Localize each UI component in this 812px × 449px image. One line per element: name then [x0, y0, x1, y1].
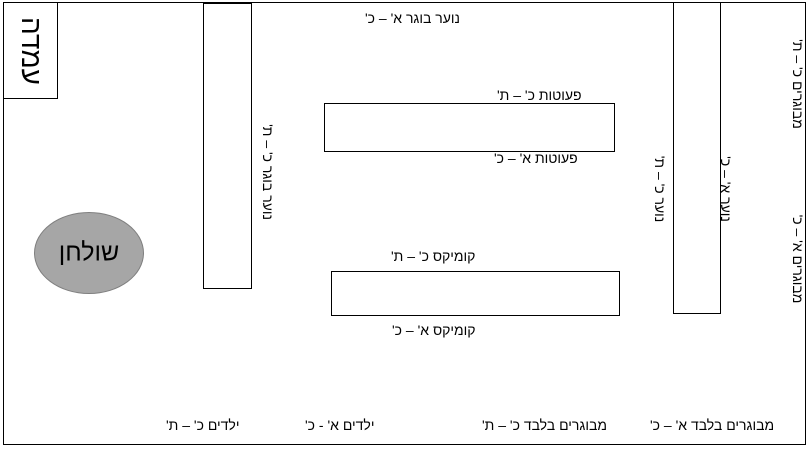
table-label: שולחן	[58, 238, 120, 267]
bottom-label-adults-only-kaf-tav: מבוגרים בלבד כ' – ת'	[482, 417, 607, 433]
left-vertical-shelf-label: נוער בוגר כ' – ת'	[260, 124, 276, 220]
table-circle: שולחן	[34, 212, 144, 294]
right-wall-upper-label: מבוגרים כ' – ת'	[790, 39, 806, 129]
upper-center-shelf-top-label: פעוטות כ' – ת'	[497, 87, 582, 103]
room-outline	[3, 2, 806, 445]
right-vertical-shelf-left-label: נוער כ' – ת'	[652, 155, 668, 223]
top-label: נוער בוגר א' – כ'	[365, 10, 460, 26]
right-vertical-shelf-right-label: נוער א' – כ'	[718, 156, 734, 222]
lower-center-shelf	[331, 271, 620, 316]
upper-center-shelf	[324, 103, 615, 152]
right-wall-lower-label: מבוגרים א' – כ'	[790, 214, 806, 304]
bottom-label-adults-only-alef-kaf: מבוגרים בלבד א' – כ'	[650, 417, 775, 433]
upper-center-shelf-bottom-label: פעוטות א' – כ'	[494, 150, 578, 166]
bottom-label-kids-alef-kaf: ילדים א' - כ'	[305, 417, 375, 433]
stand-label: עמדה	[15, 16, 47, 85]
right-vertical-shelf	[673, 2, 721, 314]
lower-center-shelf-top-label: קומיקס כ' – ת'	[391, 248, 476, 264]
bottom-label-kids-kaf-tav: ילדים כ' – ת'	[166, 417, 240, 433]
left-vertical-shelf	[203, 3, 252, 289]
stand-box: עמדה	[3, 2, 58, 99]
lower-center-shelf-bottom-label: קומיקס א' – כ'	[392, 322, 476, 338]
